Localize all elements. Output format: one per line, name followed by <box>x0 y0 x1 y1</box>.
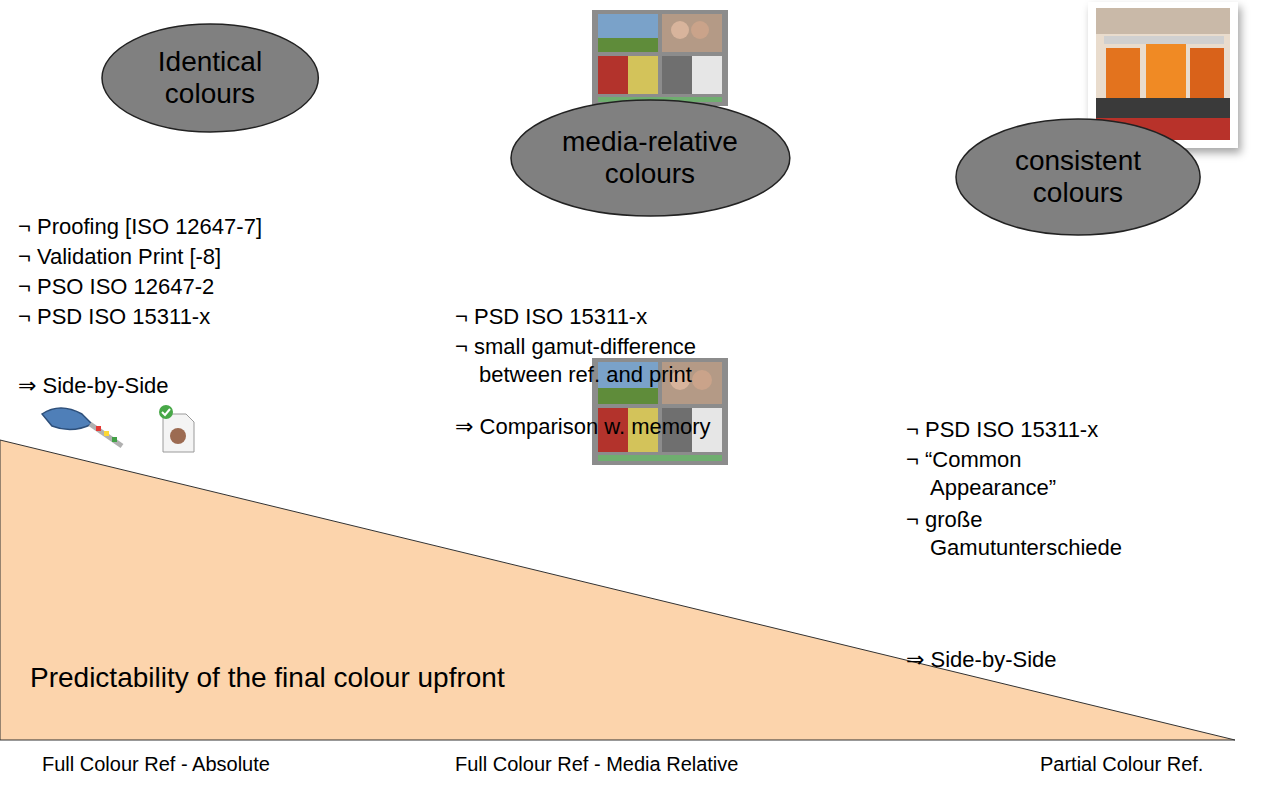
document-icon <box>159 405 194 452</box>
bullet-item: ¬ PSD ISO 15311-x <box>906 416 1098 444</box>
bullet-item: ¬ PSD ISO 15311-x <box>455 303 647 331</box>
bullet-item: ¬ Proofing [ISO 12647-7] <box>18 213 262 241</box>
axis-label: Full Colour Ref - Media Relative <box>455 752 738 777</box>
bullet-item: ¬ “Common Appearance” <box>906 446 1145 501</box>
measuring-device-icon <box>42 408 122 446</box>
bullet-item: ¬ PSO ISO 12647-2 <box>18 273 214 301</box>
ellipse-node: media-relative colours <box>510 99 791 217</box>
node-text: Predictability of the final colour upfro… <box>30 662 505 694</box>
bullet-item: ⇒ Comparison w. memory <box>455 413 711 441</box>
axis-label: Partial Colour Ref. <box>1040 752 1203 777</box>
ellipse-node: consistent colours <box>955 118 1201 236</box>
node-text: media-relative colours <box>552 126 747 190</box>
bullet-item: ¬ small gamut-difference between ref. an… <box>455 333 754 388</box>
ellipse-node: Identical colours <box>101 23 319 133</box>
bullet-item: ¬ große Gamutunterschiede <box>906 506 1145 561</box>
node-text: consistent colours <box>993 145 1163 209</box>
node-text: Identical colours <box>135 46 285 110</box>
axis-label: Full Colour Ref - Absolute <box>42 752 270 777</box>
photo-collage <box>592 10 728 106</box>
bullet-item: ¬ PSD ISO 15311-x <box>18 303 210 331</box>
bullet-item: ⇒ Side-by-Side <box>906 646 1057 674</box>
bullet-item: ¬ Validation Print [-8] <box>18 243 221 271</box>
bullet-item: ⇒ Side-by-Side <box>18 372 169 400</box>
